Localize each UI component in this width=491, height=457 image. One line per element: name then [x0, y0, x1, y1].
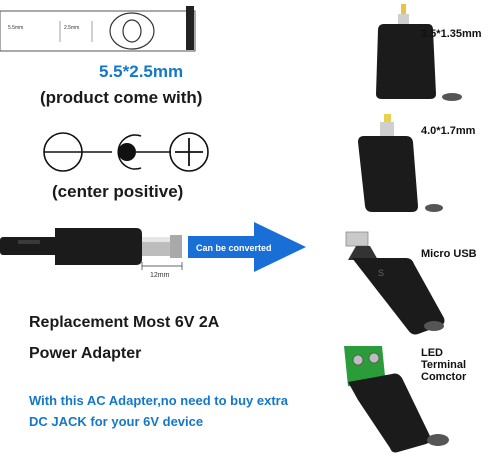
- center-positive-text: (center positive): [52, 182, 184, 201]
- plug-size-title: 5.5*2.5mm: [99, 62, 184, 81]
- headline-line1: Replacement Most 6V 2A: [29, 314, 220, 331]
- convert-arrow: [188, 222, 306, 272]
- connector-4.0x1.7: [358, 114, 443, 212]
- note-line1: With this AC Adapter,no need to buy extr…: [29, 393, 288, 408]
- polarity-symbol: [43, 132, 209, 172]
- connector-label-micro-usb: Micro USB: [421, 248, 477, 260]
- inner-diameter-label: 2.5mm: [64, 25, 80, 31]
- connector-label-4.0x1.7: 4.0*1.7mm: [421, 125, 476, 137]
- plug-dimension-drawing: [0, 6, 196, 52]
- outer-diameter-label: 5.5mm: [8, 25, 24, 31]
- plug-length-label: 12mm: [150, 272, 170, 279]
- connector-micro-usb: S: [345, 231, 445, 335]
- connector-3.5x1.35: [376, 4, 462, 101]
- connector-label-led-terminal: LED Terminal Comctor: [421, 347, 467, 383]
- product-come-with-text: (product come with): [40, 88, 203, 107]
- convert-arrow-label: Can be converted: [196, 243, 272, 253]
- connector-label-3.5x1.35: 3.5*1.35mm: [421, 28, 482, 40]
- barrel-plug-cable: [0, 228, 183, 270]
- note-line2: DC JACK for your 6V device: [29, 414, 204, 429]
- svg-text:S: S: [378, 268, 384, 278]
- connector-led-terminal: [344, 346, 449, 453]
- headline-line2: Power Adapter: [29, 345, 142, 362]
